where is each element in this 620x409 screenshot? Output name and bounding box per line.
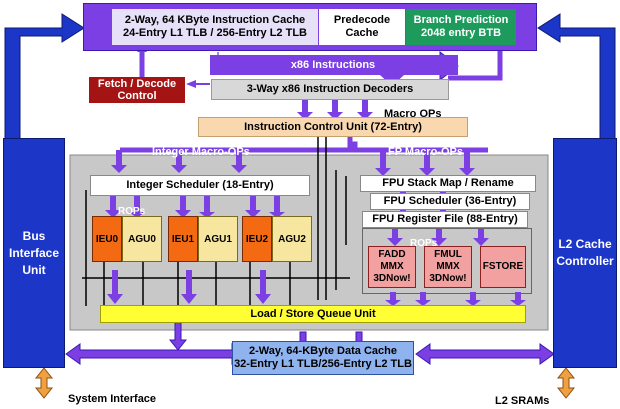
agu0-text: AGU0 [128,233,156,245]
lsq-text: Load / Store Queue Unit [250,307,376,320]
instruction-cache: 2-Way, 64 KByte Instruction Cache 24-Ent… [112,9,318,45]
fpu-stack-map-text: FPU Stack Map / Rename [382,177,514,189]
biu-top-arrow [4,13,85,141]
fp-rops-label: ROPs [410,233,450,249]
integer-macro-ops-label: Integer Macro-OPs [152,142,272,158]
x86-instructions-label: x86 Instructions [258,57,408,73]
int-rops-text: ROPs [118,206,146,217]
instruction-control-unit: Instruction Control Unit (72-Entry) [198,117,468,137]
bottom-bus-right [415,343,555,365]
branch-line1: Branch Prediction [413,14,509,26]
fp-units-frame [362,228,532,294]
l2-cache-controller: L2 Cache Controller [553,138,617,368]
ieu2-text: IEU2 [245,233,269,245]
predecode-line1: Predecode [333,14,391,26]
predecode-cache: Predecode Cache [319,9,405,45]
fetch-line1: Fetch / Decode [97,78,177,90]
branch-prediction: Branch Prediction 2048 entry BTB [406,9,516,45]
fp-rops-text: ROPs [410,238,438,249]
biu-line2: Interface [8,245,60,260]
fmul-unit: FMUL MMX 3DNow! [424,246,472,288]
fpu-stack-map: FPU Stack Map / Rename [360,175,536,192]
agu2-text: AGU2 [278,233,306,245]
fetch-line2: Control [117,90,157,102]
system-interface-label: System Interface [68,389,188,405]
fadd-l2: MMX [380,261,404,272]
fmul-l2: MMX [436,261,460,272]
fmul-l3: 3DNow! [429,273,467,284]
dcache-line1: 2-Way, 64-KByte Data Cache [249,345,397,357]
fadd-l3: 3DNow! [373,273,411,284]
fpu-register-file-text: FPU Register File (88-Entry) [372,213,518,225]
system-interface-link [34,367,54,399]
data-cache: 2-Way, 64-KByte Data Cache 32-Entry L1 T… [232,341,414,375]
x86-instructions-text: x86 Instructions [290,58,376,71]
ieu1-text: IEU1 [171,233,195,245]
l2-srams-text: L2 SRAMs [495,395,550,407]
ieu0-text: IEU0 [95,233,119,245]
fadd-l1: FADD [378,249,406,260]
icu-text: Instruction Control Unit (72-Entry) [244,120,422,133]
l2c-top-arrow [537,13,616,141]
l2c-line1: L2 Cache [558,237,612,251]
l2-srams-label: L2 SRAMs [495,391,555,407]
agu0-unit: AGU0 [122,216,162,262]
icache-line2: 24-Entry L1 TLB / 256-Entry L2 TLB [123,27,307,39]
system-interface-text: System Interface [68,393,157,405]
fp-macro-ops-label: FP Macro-OPs [388,142,478,158]
biu-line1: Bus [22,228,46,243]
integer-macro-ops-text: Integer Macro-OPs [152,146,250,158]
integer-scheduler-text: Integer Scheduler (18-Entry) [126,179,274,191]
fstore-unit: FSTORE [480,246,526,288]
agu1-text: AGU1 [204,233,232,245]
fstore-l1: FSTORE [482,261,524,272]
branch-line2: 2048 entry BTB [420,27,502,39]
biu-line3: Unit [22,262,46,277]
fp-macro-ops-text: FP Macro-OPs [388,146,463,158]
icache-line1: 2-Way, 64 KByte Instruction Cache [124,14,306,26]
l2-sram-link [556,367,576,399]
agu2-unit: AGU2 [272,216,312,262]
bottom-bus-left [65,343,247,365]
fadd-unit: FADD MMX 3DNow! [368,246,416,288]
fpu-scheduler-text: FPU Scheduler (36-Entry) [383,195,517,207]
int-rops-label: ROPs [118,201,158,217]
ieu0-unit: IEU0 [92,216,122,262]
ieu1-unit: IEU1 [168,216,198,262]
bus-interface-unit: Bus Interface Unit [3,138,65,368]
ieu2-unit: IEU2 [242,216,272,262]
fpu-scheduler: FPU Scheduler (36-Entry) [370,193,530,210]
dcache-line2: 32-Entry L1 TLB/256-Entry L2 TLB [234,358,412,370]
decoders-text: 3-Way x86 Instruction Decoders [246,83,414,95]
l2c-line2: Controller [556,254,614,268]
macro-ops-label: Macro OPs [384,104,454,120]
integer-scheduler: Integer Scheduler (18-Entry) [90,175,310,196]
agu1-unit: AGU1 [198,216,238,262]
instruction-decoders: 3-Way x86 Instruction Decoders [211,79,449,100]
fpu-register-file: FPU Register File (88-Entry) [362,211,528,228]
fmul-l1: FMUL [434,249,462,260]
fetch-decode-control: Fetch / Decode Control [89,77,185,103]
predecode-line2: Cache [345,27,379,39]
load-store-queue: Load / Store Queue Unit [100,305,526,323]
